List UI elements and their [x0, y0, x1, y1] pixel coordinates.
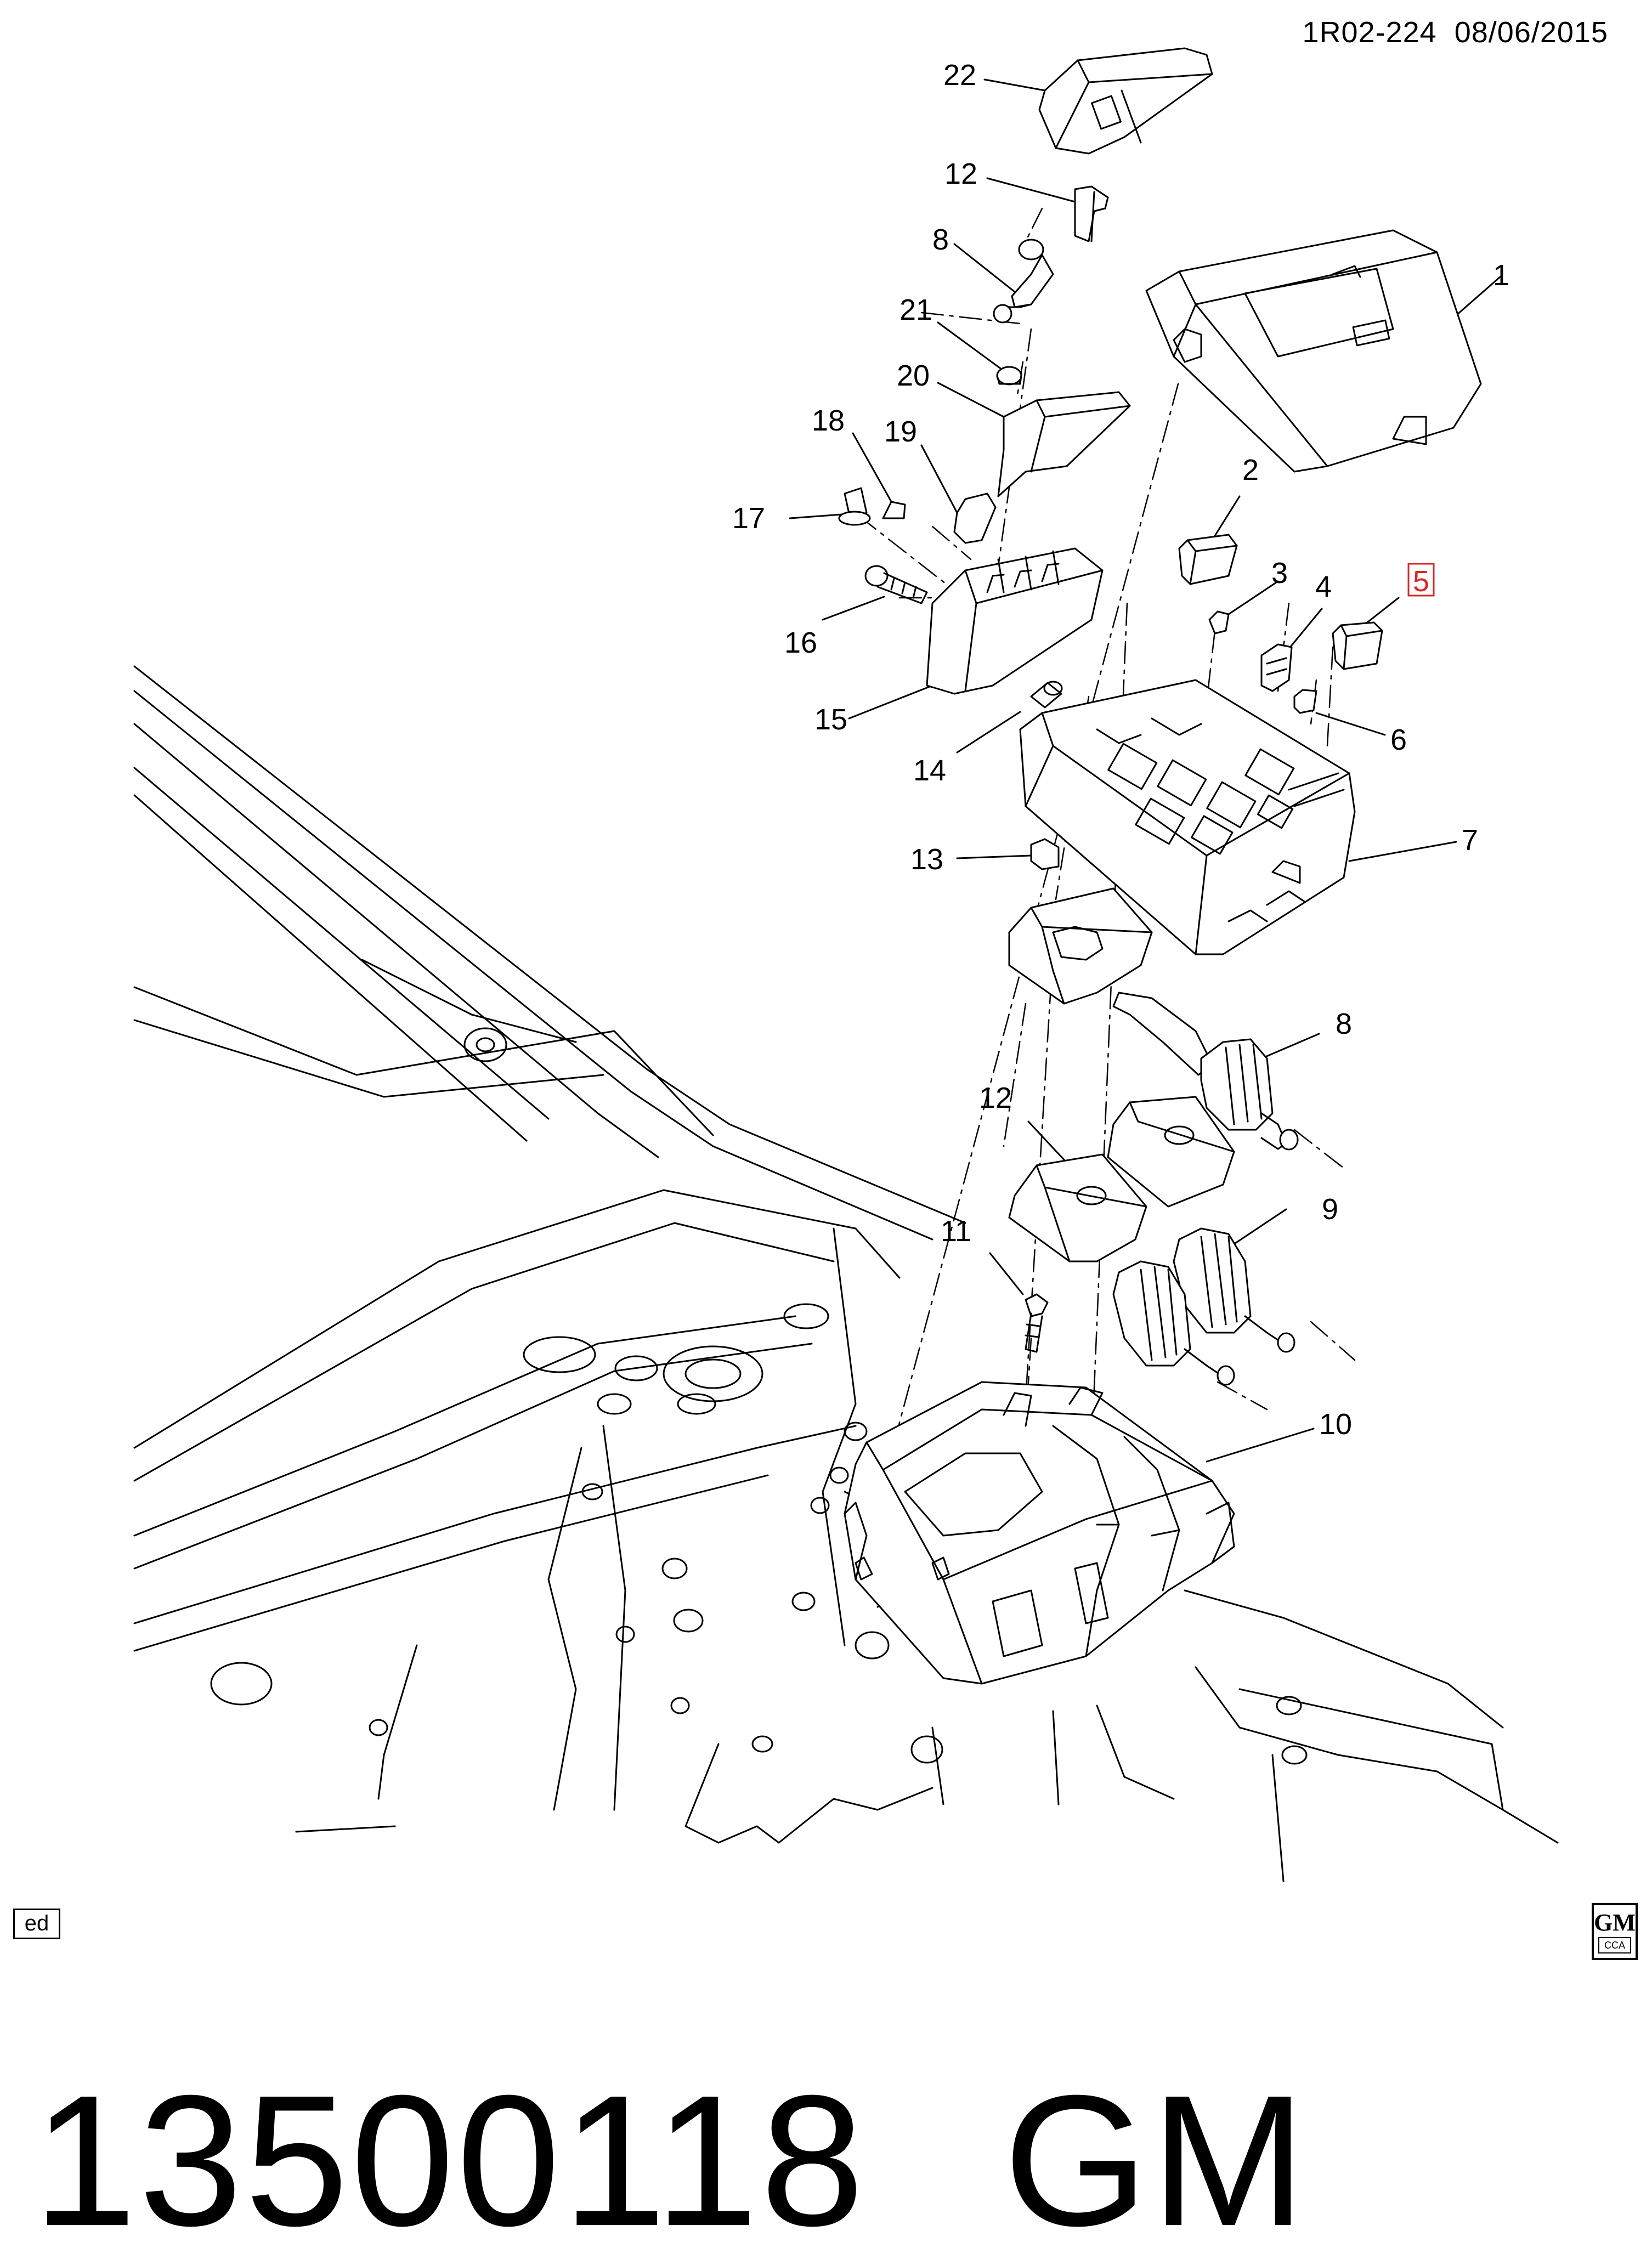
- callout-2: 2: [1242, 454, 1259, 486]
- callout-10: 10: [1319, 1408, 1352, 1441]
- part-10-tray: [844, 1381, 1235, 1685]
- callout-5-highlight-box: [1407, 563, 1435, 597]
- callout-6: 6: [1390, 723, 1407, 756]
- part-8-terminal: [993, 239, 1054, 324]
- part-21-nut: [996, 366, 1022, 386]
- part-19-clip: [953, 492, 997, 544]
- part-4-fuse: [1260, 643, 1293, 692]
- callout-4: 4: [1315, 570, 1332, 603]
- part-12-bracket: [1074, 185, 1109, 242]
- callout-17: 17: [732, 502, 765, 535]
- part-13-clip: [1030, 838, 1060, 870]
- part-1-cover: [1145, 229, 1482, 473]
- part-3-fuse: [1208, 610, 1230, 635]
- part-2-relay: [1178, 534, 1238, 585]
- callout-11: 11: [941, 1215, 971, 1248]
- part-8-harness: [1008, 887, 1299, 1151]
- callout-22: 22: [943, 59, 976, 92]
- brand-name: GM: [1003, 2057, 1309, 2265]
- callout-18: 18: [812, 404, 845, 437]
- callout-12-upper: 12: [944, 157, 977, 190]
- gm-logo-text: GM: [1594, 1909, 1636, 1936]
- callout-8-lower: 8: [1336, 1007, 1352, 1040]
- callout-3: 3: [1271, 557, 1288, 590]
- part-5-relay: [1332, 621, 1383, 670]
- corner-tag: ed: [13, 1909, 60, 1939]
- gm-logo: GM CCA: [1592, 1903, 1638, 1960]
- callout-5: 5: [1413, 565, 1429, 598]
- callout-1: 1: [1493, 259, 1509, 292]
- part-17-stud: [838, 487, 871, 526]
- callout-12-lower: 12: [979, 1081, 1012, 1114]
- callout-20: 20: [897, 359, 930, 392]
- part-7-fuse-block: [1019, 679, 1356, 955]
- part-22-cover: [1038, 47, 1213, 155]
- callout-8-upper: 8: [932, 223, 949, 256]
- gm-logo-subtext: CCA: [1598, 1937, 1631, 1953]
- vehicle-body-structure: [133, 665, 1559, 1882]
- part-15-holder: [926, 547, 1104, 695]
- drawing-date: 08/06/2015: [1454, 16, 1608, 49]
- callout-21: 21: [899, 293, 932, 326]
- callout-9: 9: [1322, 1193, 1338, 1226]
- part-14-sleeve: [1030, 681, 1063, 709]
- part-18-nut: [882, 501, 906, 519]
- callout-15: 15: [814, 703, 847, 736]
- part-20-bracket: [997, 391, 1131, 497]
- callout-16: 16: [784, 626, 817, 659]
- part-12-connector: [1008, 1096, 1235, 1262]
- callout-19: 19: [884, 415, 917, 448]
- part-number: 13500118: [33, 2057, 867, 2265]
- part-11-bolt: [1025, 1293, 1049, 1353]
- callout-14: 14: [913, 754, 946, 787]
- part-9-boots: [1112, 1227, 1295, 1386]
- part-16-bolt: [864, 565, 928, 604]
- drawing-reference: 1R02-224 08/06/2015: [1303, 15, 1608, 49]
- callout-13: 13: [910, 843, 943, 876]
- callout-labels: 22 12 8 21 20 18 19 17 16 15 14 13 1 2 3…: [732, 59, 1509, 1441]
- callout-7: 7: [1462, 824, 1478, 857]
- drawing-ref-code: 1R02-224: [1302, 16, 1437, 49]
- part-6-fuse: [1293, 689, 1317, 714]
